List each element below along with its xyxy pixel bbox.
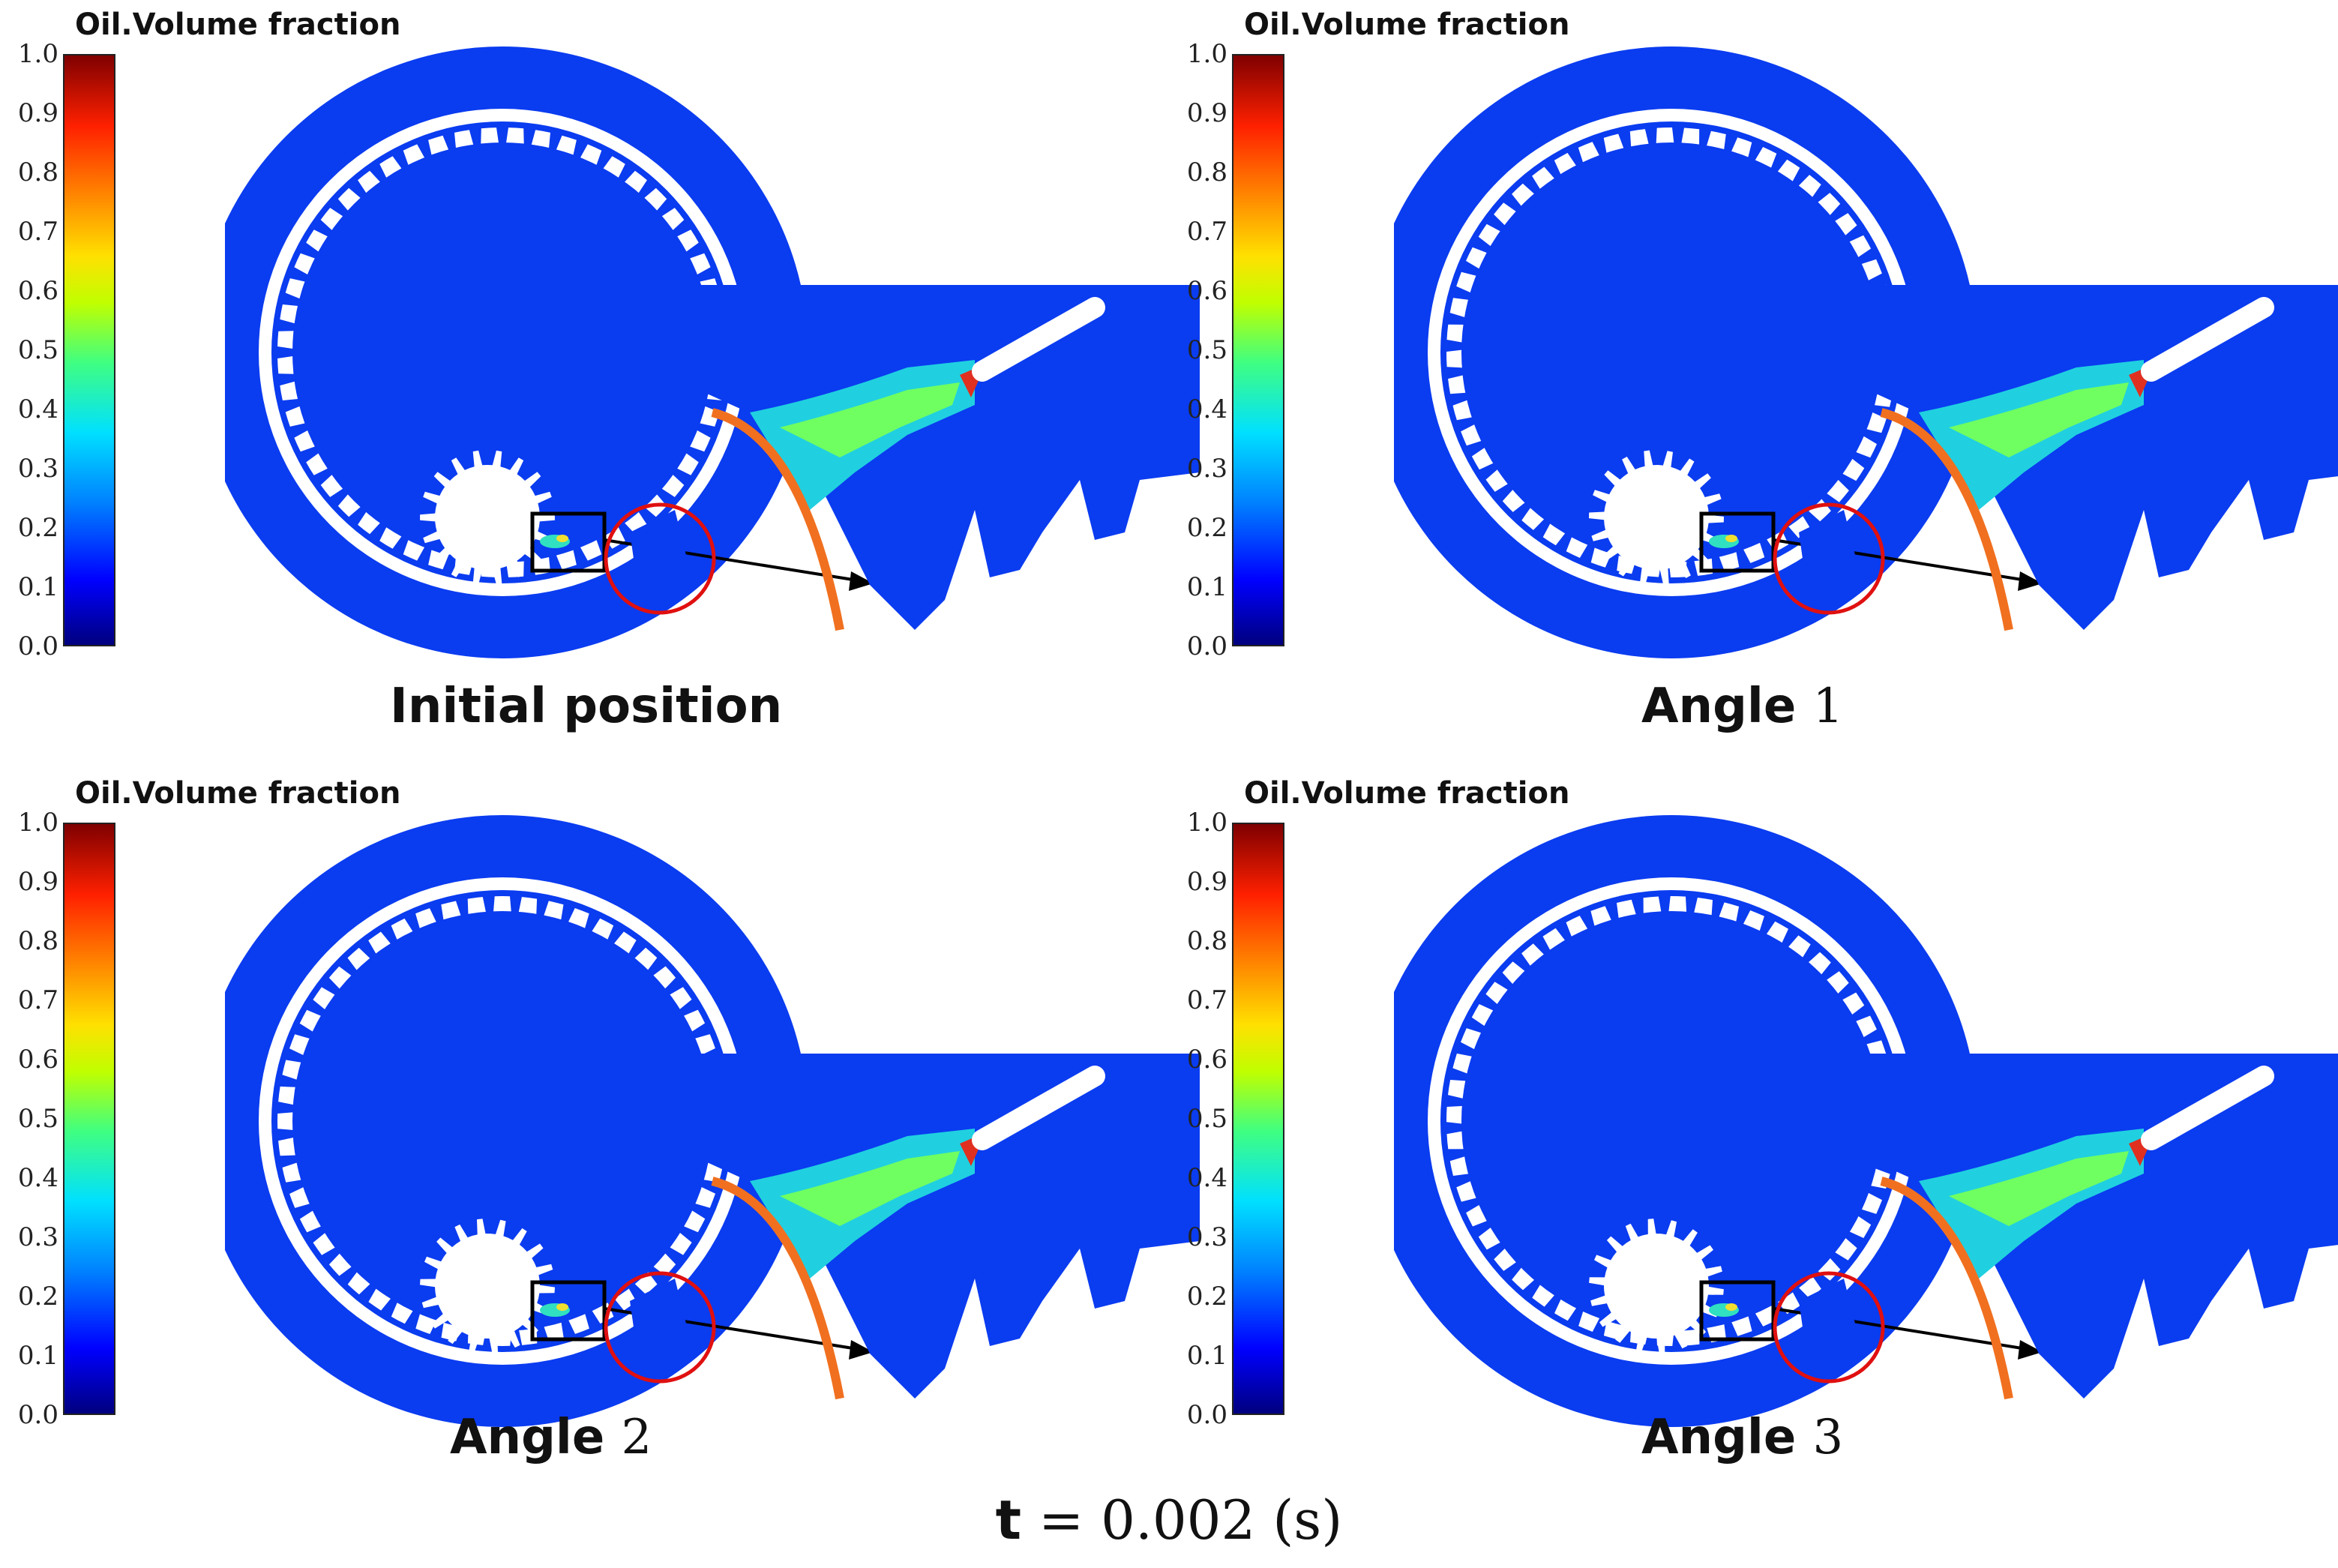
colorbar-tick-label: 0.5	[1186, 335, 1227, 365]
colorbar-tick-label: 0.1	[17, 572, 58, 602]
colorbar-tick-label: 0.8	[1186, 926, 1227, 956]
colorbar-tick-label: 1.0	[1186, 808, 1227, 838]
panel-caption: Angle 1	[1641, 679, 1844, 734]
colorbar-tick-label: 0.4	[17, 1163, 58, 1193]
panel-caption: Angle 2	[450, 1410, 652, 1465]
colorbar-tick-label: 0.6	[17, 1045, 58, 1075]
zoom-inset	[604, 285, 1200, 631]
colorbar-tick-label: 0.6	[1186, 276, 1227, 306]
colorbar-tick-label: 0.0	[17, 1400, 58, 1430]
colorbar-tick-label: 0.4	[17, 394, 58, 424]
colorbar-tick-label: 0.9	[1186, 867, 1227, 897]
colorbar-tick-label: 0.7	[17, 985, 58, 1015]
gear-assembly	[225, 46, 870, 658]
colorbar-tick-label: 0.5	[17, 1104, 58, 1134]
colorbar	[1232, 54, 1284, 646]
contact-arc	[1880, 408, 2013, 631]
zoom-box	[1699, 1280, 1776, 1342]
panel-angle3: Oil.Volume fraction 1.0 0.9 0.8 0.7 0.6 0.5 0.…	[1169, 769, 2338, 1526]
colorbar-tick-label: 0.5	[17, 335, 58, 365]
colorbar	[63, 823, 115, 1415]
colorbar-tick-label: 0.5	[1186, 1104, 1227, 1134]
highlight-circle	[1773, 1271, 1885, 1384]
colorbar-tick-label: 0.9	[17, 867, 58, 897]
colorbar-tick-label: 0.7	[17, 217, 58, 247]
colorbar-tick-label: 0.4	[1186, 394, 1227, 424]
contact-arc	[711, 408, 844, 631]
pinion-gear	[420, 1219, 555, 1354]
colorbar-tick-label: 0.0	[17, 631, 58, 661]
colorbar-tick-label: 0.0	[1186, 1400, 1227, 1430]
colorbar-tick-label: 0.4	[1186, 1163, 1227, 1193]
colorbar-tick-label: 0.3	[1186, 454, 1227, 484]
colorbar-tick-label: 0.6	[1186, 1045, 1227, 1075]
inset-fluid	[667, 1054, 1200, 1399]
colorbar-tick-label: 0.6	[17, 276, 58, 306]
colorbar-title: Oil.Volume fraction	[75, 776, 401, 811]
colorbar-tick-label: 0.1	[17, 1341, 58, 1371]
colorbar-tick-label: 0.8	[1186, 157, 1227, 187]
colorbar-tick-label: 0.1	[1186, 1341, 1227, 1371]
colorbar	[1232, 823, 1284, 1415]
inset-fluid	[1836, 285, 2338, 630]
zoom-box	[530, 511, 607, 573]
colorbar-tick-label: 0.1	[1186, 572, 1227, 602]
time-label: t = 0.002 (s)	[995, 1489, 1343, 1552]
colorbar-title: Oil.Volume fraction	[1244, 7, 1570, 42]
colorbar-tick-label: 0.7	[1186, 217, 1227, 247]
inset-fluid	[1836, 1054, 2338, 1399]
colorbar-tick-label: 0.0	[1186, 631, 1227, 661]
pinion-gear	[1589, 1219, 1724, 1354]
contact-arc	[711, 1177, 844, 1400]
colorbar-tick-label: 0.9	[1186, 98, 1227, 128]
colorbar-tick-label: 0.3	[1186, 1222, 1227, 1252]
highlight-circle	[604, 502, 716, 615]
colorbar-tick-label: 0.8	[17, 926, 58, 956]
highlight-circle	[604, 1271, 716, 1384]
colorbar-tick-label: 0.9	[17, 98, 58, 128]
colorbar-title: Oil.Volume fraction	[75, 7, 401, 42]
zoom-inset	[1773, 285, 2338, 631]
panel-initial: Oil.Volume fraction 1.0 0.9 0.8 0.7 0.6 0.5 0.…	[0, 0, 1200, 757]
colorbar-tick-label: 1.0	[17, 39, 58, 69]
pinion-gear	[420, 450, 555, 585]
zoom-box	[1699, 511, 1776, 573]
colorbar-tick-label: 0.2	[17, 1282, 58, 1312]
colorbar	[63, 54, 115, 646]
panel-angle1: Oil.Volume fraction 1.0 0.9 0.8 0.7 0.6 0.5 0.…	[1169, 0, 2338, 757]
zoom-box	[530, 1280, 607, 1342]
panel-caption: Angle 3	[1641, 1410, 1844, 1465]
colorbar-title: Oil.Volume fraction	[1244, 776, 1570, 811]
colorbar-tick-label: 0.2	[1186, 513, 1227, 543]
colorbar-tick-label: 1.0	[17, 808, 58, 838]
inset-fluid	[667, 285, 1200, 630]
panel-caption: Initial position	[390, 679, 783, 734]
highlight-circle	[1773, 502, 1885, 615]
panel-angle2: Oil.Volume fraction 1.0 0.9 0.8 0.7 0.6 0.5 0.…	[0, 769, 1200, 1526]
pinion-gear	[1589, 450, 1724, 585]
colorbar-tick-label: 0.3	[17, 1222, 58, 1252]
colorbar-tick-label: 0.8	[17, 157, 58, 187]
zoom-inset	[1773, 1054, 2338, 1400]
colorbar-tick-label: 1.0	[1186, 39, 1227, 69]
contact-arc	[1880, 1177, 2013, 1400]
colorbar-tick-label: 0.7	[1186, 985, 1227, 1015]
colorbar-tick-label: 0.2	[1186, 1282, 1227, 1312]
colorbar-tick-label: 0.2	[17, 513, 58, 543]
zoom-inset	[604, 1054, 1200, 1400]
colorbar-tick-label: 0.3	[17, 454, 58, 484]
